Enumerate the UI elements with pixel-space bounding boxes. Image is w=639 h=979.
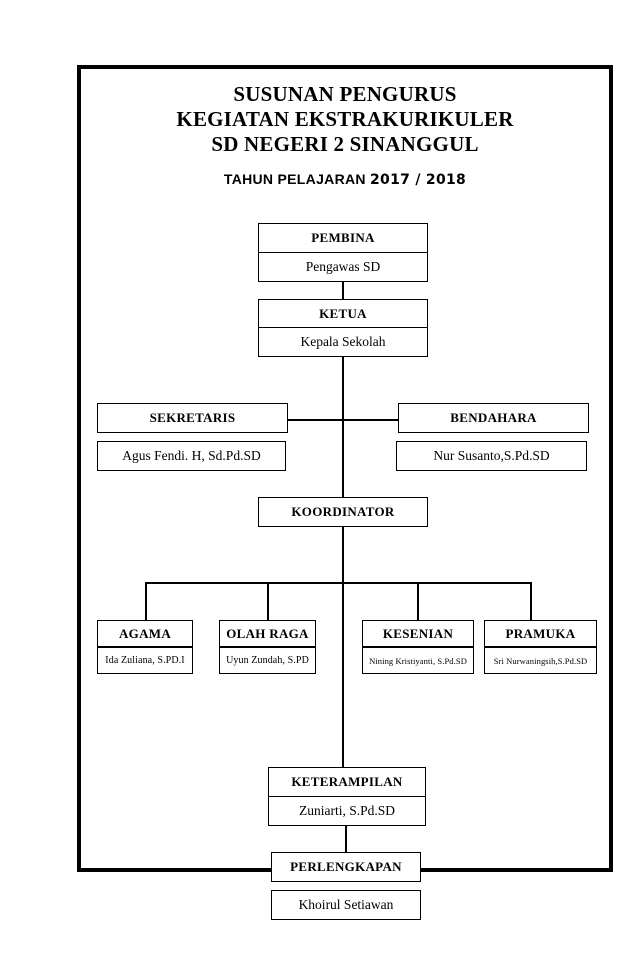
connector-drop-agama (145, 582, 147, 620)
node-kesenian-person[interactable]: Nining Kristiyanti, S.Pd.SD (362, 647, 474, 674)
node-keterampilan-role[interactable]: KETERAMPILAN (268, 767, 426, 797)
connector-ketua-to-bendahara (342, 419, 450, 421)
node-kesenian-role[interactable]: KESENIAN (362, 620, 474, 647)
subtitle-year-value: 2017 / 2018 (370, 172, 467, 188)
node-agama-role[interactable]: AGAMA (97, 620, 193, 647)
connector-pembina-to-ketua (342, 281, 344, 301)
node-pembina-person[interactable]: Pengawas SD (258, 252, 428, 282)
subtitle-academic-year: TAHUN PELAJARAN 2017 / 2018 (77, 171, 613, 189)
node-ketua-role[interactable]: KETUA (258, 299, 428, 328)
node-pembina-role[interactable]: PEMBINA (258, 223, 428, 253)
node-bendahara-person[interactable]: Nur Susanto,S.Pd.SD (396, 441, 587, 471)
connector-bus-horizontal (145, 582, 532, 584)
node-ketua-person[interactable]: Kepala Sekolah (258, 327, 428, 357)
connector-drop-kesenian (417, 582, 419, 620)
node-pramuka-person[interactable]: Sri Nurwaningsih,S.Pd.SD (484, 647, 597, 674)
node-sekretaris-person[interactable]: Agus Fendi. H, Sd.Pd.SD (97, 441, 286, 471)
node-perlengkapan-person[interactable]: Khoirul Setiawan (271, 890, 421, 920)
connector-koordinator-to-keterampilan (342, 582, 344, 768)
node-keterampilan-person[interactable]: Zuniarti, S.Pd.SD (268, 796, 426, 826)
node-bendahara-role[interactable]: BENDAHARA (398, 403, 589, 433)
connector-drop-pramuka (530, 582, 532, 620)
page-title: SUSUNAN PENGURUS KEGIATAN EKSTRAKURIKULE… (77, 82, 613, 189)
connector-drop-olahraga (267, 582, 269, 620)
title-line-3: SD NEGERI 2 SINANGGUL (211, 132, 479, 156)
node-olahraga-person[interactable]: Uyun Zundah, S.PD (219, 647, 316, 674)
node-pramuka-role[interactable]: PRAMUKA (484, 620, 597, 647)
connector-ketua-to-koordinator (342, 356, 344, 498)
title-line-1: SUSUNAN PENGURUS (233, 82, 457, 106)
node-koordinator-role[interactable]: KOORDINATOR (258, 497, 428, 527)
connector-ketua-to-sekretaris (232, 419, 344, 421)
title-line-2: KEGIATAN EKSTRAKURIKULER (176, 107, 514, 131)
node-perlengkapan-role[interactable]: PERLENGKAPAN (271, 852, 421, 882)
subtitle-prefix: TAHUN PELAJARAN (223, 171, 370, 187)
node-agama-person[interactable]: Ida Zuliana, S.PD.I (97, 647, 193, 674)
connector-koordinator-stem (342, 527, 344, 584)
node-olahraga-role[interactable]: OLAH RAGA (219, 620, 316, 647)
node-sekretaris-role[interactable]: SEKRETARIS (97, 403, 288, 433)
